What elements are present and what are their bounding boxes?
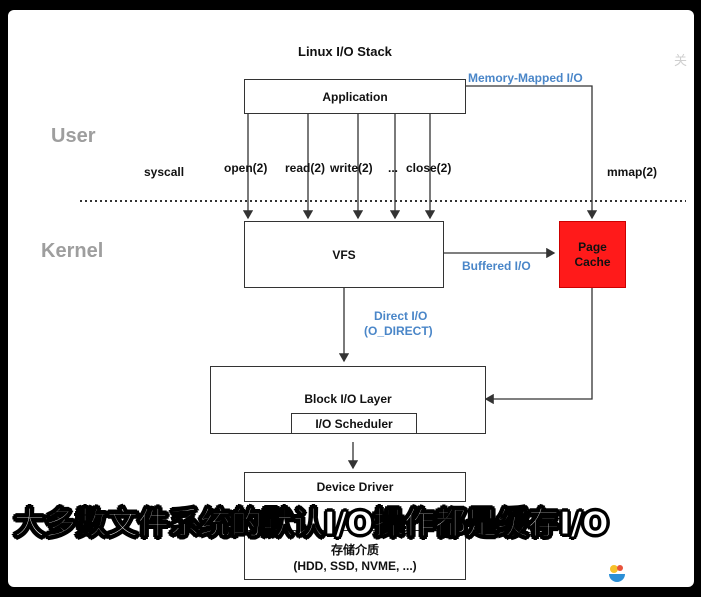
cache-to-block-arrow [484,288,593,405]
memory-mapped-io-label: Memory-Mapped I/O [468,71,583,85]
connector-layer [80,85,686,470]
open-label: open(2) [224,161,268,175]
page-cache-box: Page Cache [559,221,626,288]
direct-io-label-line1: Direct I/O [374,309,428,323]
buffered-io-label: Buffered I/O [462,259,531,273]
syscall-label: syscall [144,165,185,179]
mmap-arrow [466,85,598,220]
channel-logo-icon [605,561,629,585]
page-cache-line1: Page [578,239,607,254]
diagram-title: Linux I/O Stack [298,44,392,59]
read-label: read(2) [285,161,326,175]
storage-media-line2: (HDD, SSD, NVME, ...) [293,559,417,573]
vfs-box: VFS [244,221,444,288]
close-label: close(2) [406,161,452,175]
ellipsis-label: ... [388,161,399,175]
storage-media-box: 存储介质 (HDD, SSD, NVME, ...) [244,530,466,580]
block-io-layer-label: Block I/O Layer [304,392,392,406]
application-box: Application [244,79,466,114]
corner-overlay-text: 关 [674,53,688,68]
direct-io-label-line2: (O_DIRECT) [364,324,433,338]
mmap-label: mmap(2) [607,165,658,179]
device-driver-box: Device Driver [244,472,466,502]
diagram-canvas: Linux I/O Stack User Kernel Application … [8,10,694,587]
video-subtitle: 大多数文件系统的默认I/O操作都是缓存I/O [14,506,609,543]
io-scheduler-box: I/O Scheduler [291,413,417,434]
user-zone-label: User [51,125,96,147]
kernel-zone-label: Kernel [41,240,104,262]
write-label: write(2) [330,161,373,175]
page-cache-line2: Cache [574,254,611,269]
storage-media-line1: 存储介质 [330,543,379,557]
